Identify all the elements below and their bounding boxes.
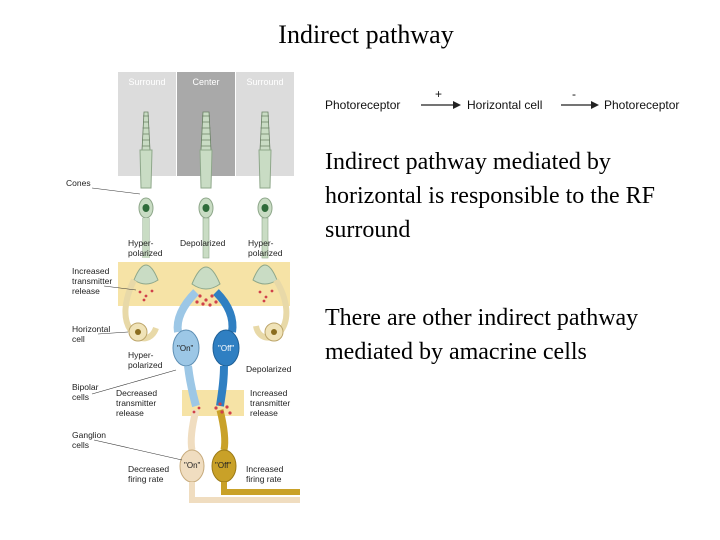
label-on-bipolar: "On"	[177, 344, 194, 353]
flow-sign-plus: +	[435, 87, 442, 101]
slide-title: Indirect pathway	[278, 20, 454, 49]
flow-node-photoreceptor-1: Photoreceptor	[325, 98, 400, 112]
label-increased-tr2-1: Increased	[250, 388, 288, 398]
paragraph-horizontal-surround: Indirect pathway mediated by horizontal …	[325, 149, 655, 243]
horizontal-cell-left	[122, 278, 159, 342]
label-decreased-tr-1: Decreased	[116, 388, 157, 398]
leader-lines	[91, 187, 183, 461]
label-increased-tr2-3: release	[250, 408, 278, 418]
label-ganglion-1: Ganglion	[72, 430, 106, 440]
label-on-ganglion: "On"	[184, 461, 201, 470]
label-depolarized-2: Depolarized	[246, 364, 292, 374]
arrow-right-icon	[561, 101, 599, 109]
label-depolarized-1: Depolarized	[180, 238, 226, 248]
label-off-bipolar: "Off"	[218, 344, 234, 353]
label-horizontal-2: cell	[72, 334, 85, 344]
label-increased-fr-2: firing rate	[246, 474, 282, 484]
retina-circuit-figure: Surround Center Surround	[66, 72, 300, 503]
on-bipolar-cell	[172, 289, 200, 408]
label-increased-tr-2: transmitter	[72, 276, 112, 286]
label-hyperpolarized-2a: Hyper-	[248, 238, 274, 248]
label-decreased-fr-2: firing rate	[128, 474, 164, 484]
paragraph-amacrine-pathway: There are other indirect pathway mediate…	[325, 305, 639, 365]
label-ganglion-2: cells	[72, 440, 89, 450]
label-hyperpolarized-3b: polarized	[128, 360, 163, 370]
flow-node-horizontal-cell: Horizontal cell	[467, 98, 542, 112]
label-bipolar-2: cells	[72, 392, 89, 402]
label-increased-tr2-2: transmitter	[250, 398, 290, 408]
label-increased-tr-1: Increased	[72, 266, 110, 276]
flow-sign-minus: -	[572, 87, 576, 101]
on-ganglion-cell	[179, 409, 300, 503]
label-bipolar-1: Bipolar	[72, 382, 99, 392]
label-horizontal-1: Horizontal	[72, 324, 110, 334]
label-increased-tr-3: release	[72, 286, 100, 296]
cone-center	[191, 111, 221, 290]
label-cones: Cones	[66, 178, 91, 188]
header-surround-left: Surround	[128, 77, 165, 87]
cone-left	[133, 111, 159, 285]
label-hyperpolarized-1b: polarized	[128, 248, 163, 258]
label-increased-fr-1: Increased	[246, 464, 284, 474]
label-decreased-tr-3: release	[116, 408, 144, 418]
label-hyperpolarized-3a: Hyper-	[128, 350, 154, 360]
horizontal-cell-right	[253, 278, 290, 342]
label-off-ganglion: "Off"	[215, 461, 231, 470]
header-surround-right: Surround	[246, 77, 283, 87]
off-bipolar-cell	[212, 289, 240, 407]
arrow-right-icon	[421, 101, 461, 109]
label-hyperpolarized-1a: Hyper-	[128, 238, 154, 248]
label-hyperpolarized-2b: polarized	[248, 248, 283, 258]
header-center: Center	[192, 77, 219, 87]
label-decreased-fr-1: Decreased	[128, 464, 169, 474]
transmitter-dots	[138, 289, 274, 415]
pathway-flow: Photoreceptor + Horizontal cell - Photor…	[325, 87, 679, 112]
cone-right	[252, 111, 278, 285]
label-decreased-tr-2: transmitter	[116, 398, 156, 408]
off-ganglion-cell	[211, 409, 300, 495]
flow-node-photoreceptor-2: Photoreceptor	[604, 98, 679, 112]
